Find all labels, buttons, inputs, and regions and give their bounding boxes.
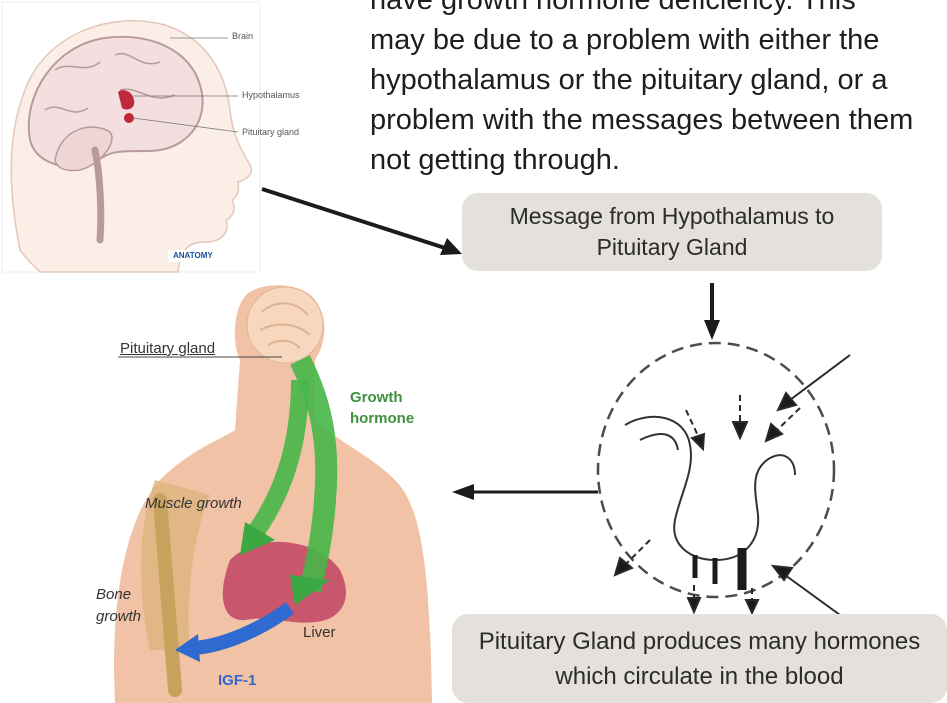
- brain-label: Brain: [232, 31, 253, 41]
- body-pituitary-label: Pituitary gland: [120, 340, 215, 357]
- growth-hormone-label-line1: Growth: [350, 389, 403, 406]
- arrow-brain-to-message: [262, 189, 462, 255]
- message-callout-text: Message from Hypothalamus to Pituitary G…: [502, 201, 842, 263]
- growth-hormone-label-line2: hormone: [350, 410, 414, 427]
- pituitary-gland-label: Pituitary gland: [242, 127, 299, 137]
- produces-callout-text: Pituitary Gland produces many hormones w…: [455, 624, 945, 694]
- arrow-message-down: [704, 283, 720, 340]
- hypothalamus-label: Hypothalamus: [242, 90, 300, 100]
- bone-growth-label-line1: Bone: [96, 586, 131, 603]
- igf-1-label: IGF-1: [218, 672, 256, 689]
- muscle-growth-label: Muscle growth: [145, 495, 242, 512]
- pituitary-gland-diagram: [598, 343, 850, 615]
- arrow-gland-to-body: [452, 484, 598, 500]
- liver-label: Liver: [303, 624, 336, 641]
- message-callout: Message from Hypothalamus to Pituitary G…: [462, 193, 882, 271]
- produces-callout: Pituitary Gland produces many hormones w…: [452, 614, 947, 703]
- bone-growth-label-line2: growth: [96, 608, 141, 625]
- anatomy-logo-text: ANATOMY: [173, 251, 213, 260]
